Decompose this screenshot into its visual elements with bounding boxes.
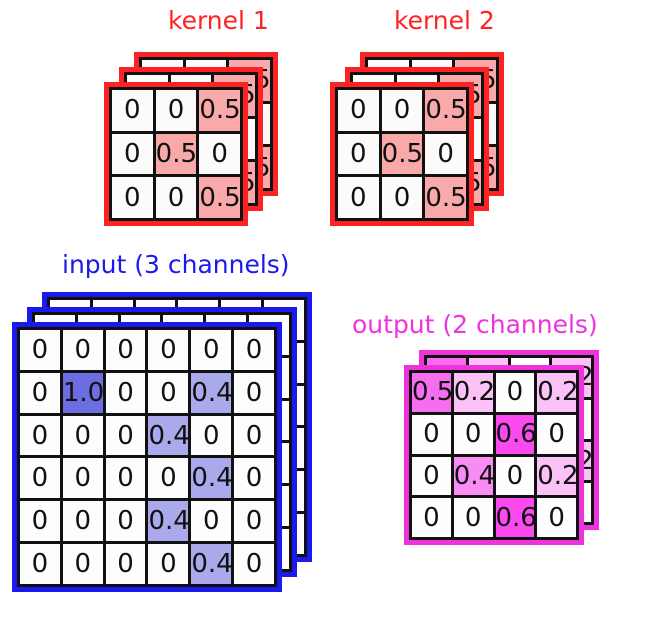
grid-cell: 0.4 — [145, 498, 192, 545]
grid-cell: 0 — [145, 327, 192, 373]
grid-cell: 0 — [534, 411, 579, 457]
grid-cell: 0 — [378, 174, 426, 221]
grid-cell: 0 — [17, 369, 63, 416]
grid-cell: 0.5 — [378, 130, 426, 178]
grid-cell: 0 — [145, 369, 192, 416]
grid-cell: 1.0 — [59, 369, 106, 416]
grid-cell: 0.5 — [422, 174, 469, 221]
grid-cell: 0 — [102, 541, 149, 587]
kernel-2-title: kernel 2 — [394, 6, 495, 35]
grid-cell: 0 — [188, 498, 235, 545]
grid-cell: 0.6 — [492, 411, 538, 457]
grid-cell: 0 — [409, 453, 454, 499]
grid-cell: 0 — [152, 174, 200, 221]
grid-cell: 0 — [534, 495, 579, 540]
grid-cell: 0.5 — [196, 87, 243, 134]
grid-cell: 0 — [152, 87, 200, 134]
grid-cell: 0 — [231, 412, 277, 459]
grid-cell: 0 — [231, 498, 277, 545]
grid-cell: 0 — [409, 495, 454, 540]
grid-cell: 0 — [492, 453, 538, 499]
grid-cell: 0 — [59, 541, 106, 587]
kernel-2-stack: 000.500.50000.5000.500.50000.5000.500.50… — [330, 52, 504, 226]
grid-cell: 0 — [145, 541, 192, 587]
grid-cell: 0 — [335, 174, 382, 221]
grid-cell: 0.2 — [450, 370, 496, 415]
grid-cell: 0 — [59, 412, 106, 459]
grid-cell: 0 — [450, 411, 496, 457]
grid-cell: 0 — [109, 87, 156, 134]
grid-cell: 0 — [145, 455, 192, 502]
grid-cell: 0 — [102, 327, 149, 373]
grid-cell: 0.4 — [188, 455, 235, 502]
grid-cell: 0 — [231, 369, 277, 416]
grid-cell: 0 — [17, 327, 63, 373]
grid-cell: 0 — [188, 327, 235, 373]
grid-cell: 0 — [102, 498, 149, 545]
grid-cell: 0.5 — [196, 174, 243, 221]
grid-cell: 0 — [196, 130, 243, 178]
grid-cell: 0 — [109, 174, 156, 221]
grid-cell: 0 — [59, 498, 106, 545]
kernel-1-stack: 000.500.50000.5000.500.50000.5000.500.50… — [104, 52, 278, 226]
grid-cell: 0.4 — [145, 412, 192, 459]
grid-cell: 0 — [102, 369, 149, 416]
grid-cell: 0 — [17, 541, 63, 587]
grid-cell: 0 — [409, 411, 454, 457]
grid-cell: 0 — [422, 130, 469, 178]
grid-cell: 0 — [102, 455, 149, 502]
grid-cell: 0 — [231, 327, 277, 373]
output-stack: 0.50.200.2000.6000.400.2000.600.50.200.2… — [404, 350, 599, 545]
input-title: input (3 channels) — [62, 250, 290, 279]
kernel-1-title: kernel 1 — [168, 6, 269, 35]
grid-cell: 0 — [17, 412, 63, 459]
grid-cell: 0 — [378, 87, 426, 134]
grid-cell: 0.4 — [450, 453, 496, 499]
grid-cell: 0 — [102, 412, 149, 459]
grid-cell: 0 — [335, 130, 382, 178]
grid-cell: 0.5 — [409, 370, 454, 415]
grid-cell: 0 — [59, 327, 106, 373]
grid-cell: 0.4 — [188, 541, 235, 587]
output-title: output (2 channels) — [352, 310, 598, 339]
grid-cell: 0.5 — [422, 87, 469, 134]
grid-cell: 0.6 — [492, 495, 538, 540]
grid-cell: 0 — [450, 495, 496, 540]
grid-cell: 0 — [59, 455, 106, 502]
grid-cell: 0 — [335, 87, 382, 134]
grid-cell: 0.2 — [534, 370, 579, 415]
grid-cell: 0.4 — [188, 369, 235, 416]
grid-cell: 0.5 — [152, 130, 200, 178]
grid-cell: 0 — [231, 541, 277, 587]
grid-cell: 0 — [17, 455, 63, 502]
grid-cell: 0.2 — [534, 453, 579, 499]
grid-cell: 0 — [17, 498, 63, 545]
grid-cell: 0 — [109, 130, 156, 178]
grid-cell: 0 — [188, 412, 235, 459]
grid-cell: 0 — [492, 370, 538, 415]
grid-cell: 0 — [231, 455, 277, 502]
